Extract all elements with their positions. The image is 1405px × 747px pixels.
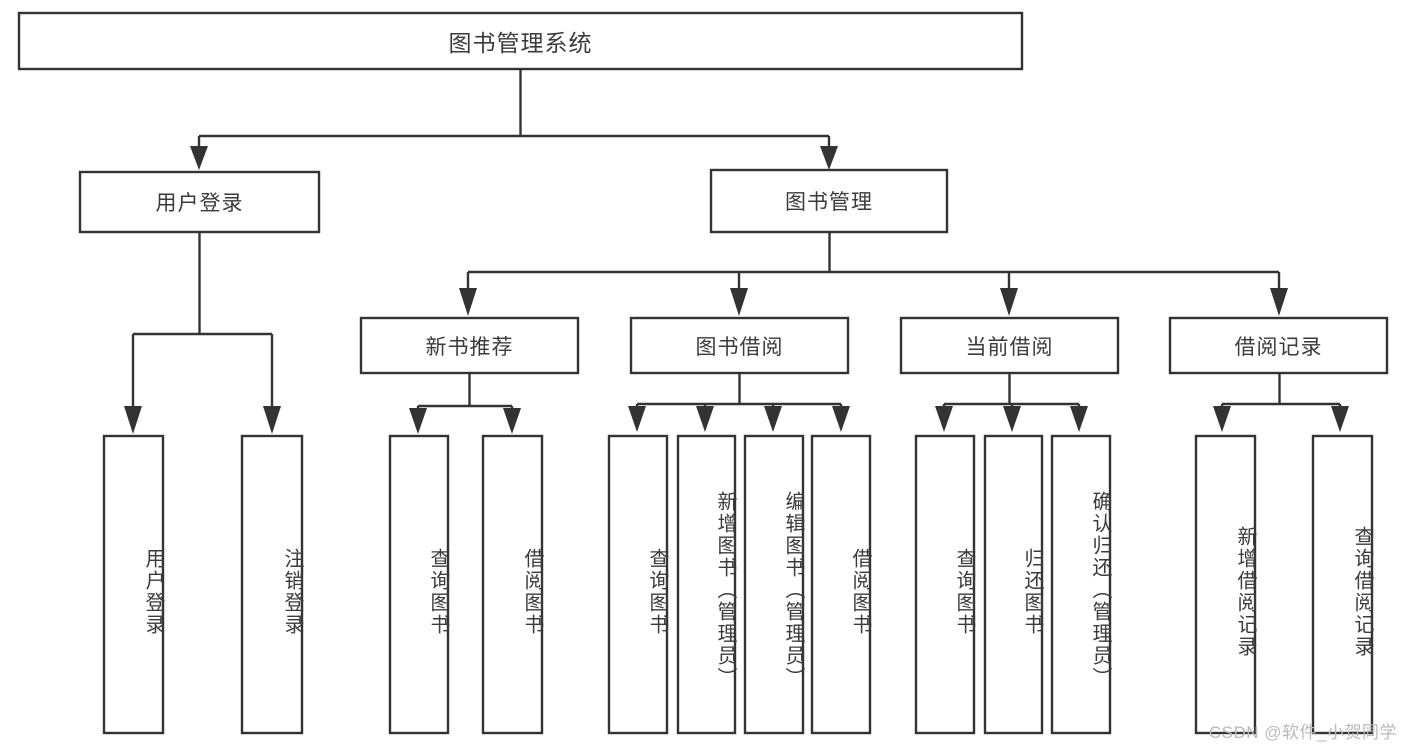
leafbox-br-query-record[interactable] — [1311, 434, 1374, 735]
node-new-book-recommend[interactable] — [359, 316, 580, 375]
leafbox-cb-return-book[interactable] — [983, 434, 1044, 735]
leafbox-bb-edit-book[interactable] — [743, 434, 805, 735]
leafbox-nbr-query-book[interactable] — [388, 434, 450, 735]
leafbox-cb-query-book[interactable] — [914, 434, 976, 735]
arrowhead-cb-leaf-2 — [1003, 406, 1021, 432]
csdn-watermark: CSDN @软件_小贺同学 — [1208, 723, 1397, 742]
arrowhead-bb-leaf-2 — [696, 406, 714, 432]
node-book-borrow[interactable] — [629, 316, 850, 375]
arrowhead-bb-leaf-1 — [628, 406, 646, 432]
arrowhead-to-borrow-record — [1270, 288, 1288, 316]
node-book-management[interactable] — [709, 168, 949, 234]
arrowhead-nbr-leaf-1 — [409, 408, 427, 434]
arrowhead-to-new-book-recommend — [459, 288, 477, 316]
arrowhead-nbr-leaf-2 — [503, 408, 521, 434]
node-root-book-management-system[interactable] — [17, 11, 1024, 71]
arrowhead-cb-leaf-1 — [935, 406, 953, 432]
arrowhead-bb-leaf-3 — [764, 406, 782, 432]
arrowhead-to-leaf-logout — [263, 406, 281, 434]
leafbox-bb-add-book[interactable] — [676, 434, 737, 735]
arrowhead-bb-leaf-4 — [832, 406, 850, 432]
arrowhead-to-current-borrow — [1000, 288, 1018, 316]
leafbox-bb-query-book[interactable] — [607, 434, 669, 735]
arrowhead-to-user-login — [190, 146, 208, 170]
arrowhead-cb-leaf-3 — [1070, 406, 1088, 432]
leafbox-nbr-borrow-book[interactable] — [481, 434, 544, 735]
leafbox-bb-borrow-book[interactable] — [810, 434, 872, 735]
node-current-borrow[interactable] — [899, 316, 1120, 375]
leafbox-cb-confirm-return[interactable] — [1050, 434, 1112, 735]
leafbox-user-login[interactable] — [102, 434, 165, 735]
arrowhead-to-book-management — [820, 146, 838, 170]
arrowhead-br-leaf-1 — [1213, 406, 1231, 432]
leafbox-logout[interactable] — [240, 434, 304, 735]
node-user-login[interactable] — [78, 170, 321, 234]
arrowhead-to-leaf-user-login — [124, 406, 142, 434]
arrowhead-to-book-borrow — [730, 288, 748, 316]
node-borrow-record[interactable] — [1168, 316, 1389, 375]
leafbox-br-add-record[interactable] — [1194, 434, 1257, 735]
arrowhead-br-leaf-2 — [1331, 406, 1349, 432]
